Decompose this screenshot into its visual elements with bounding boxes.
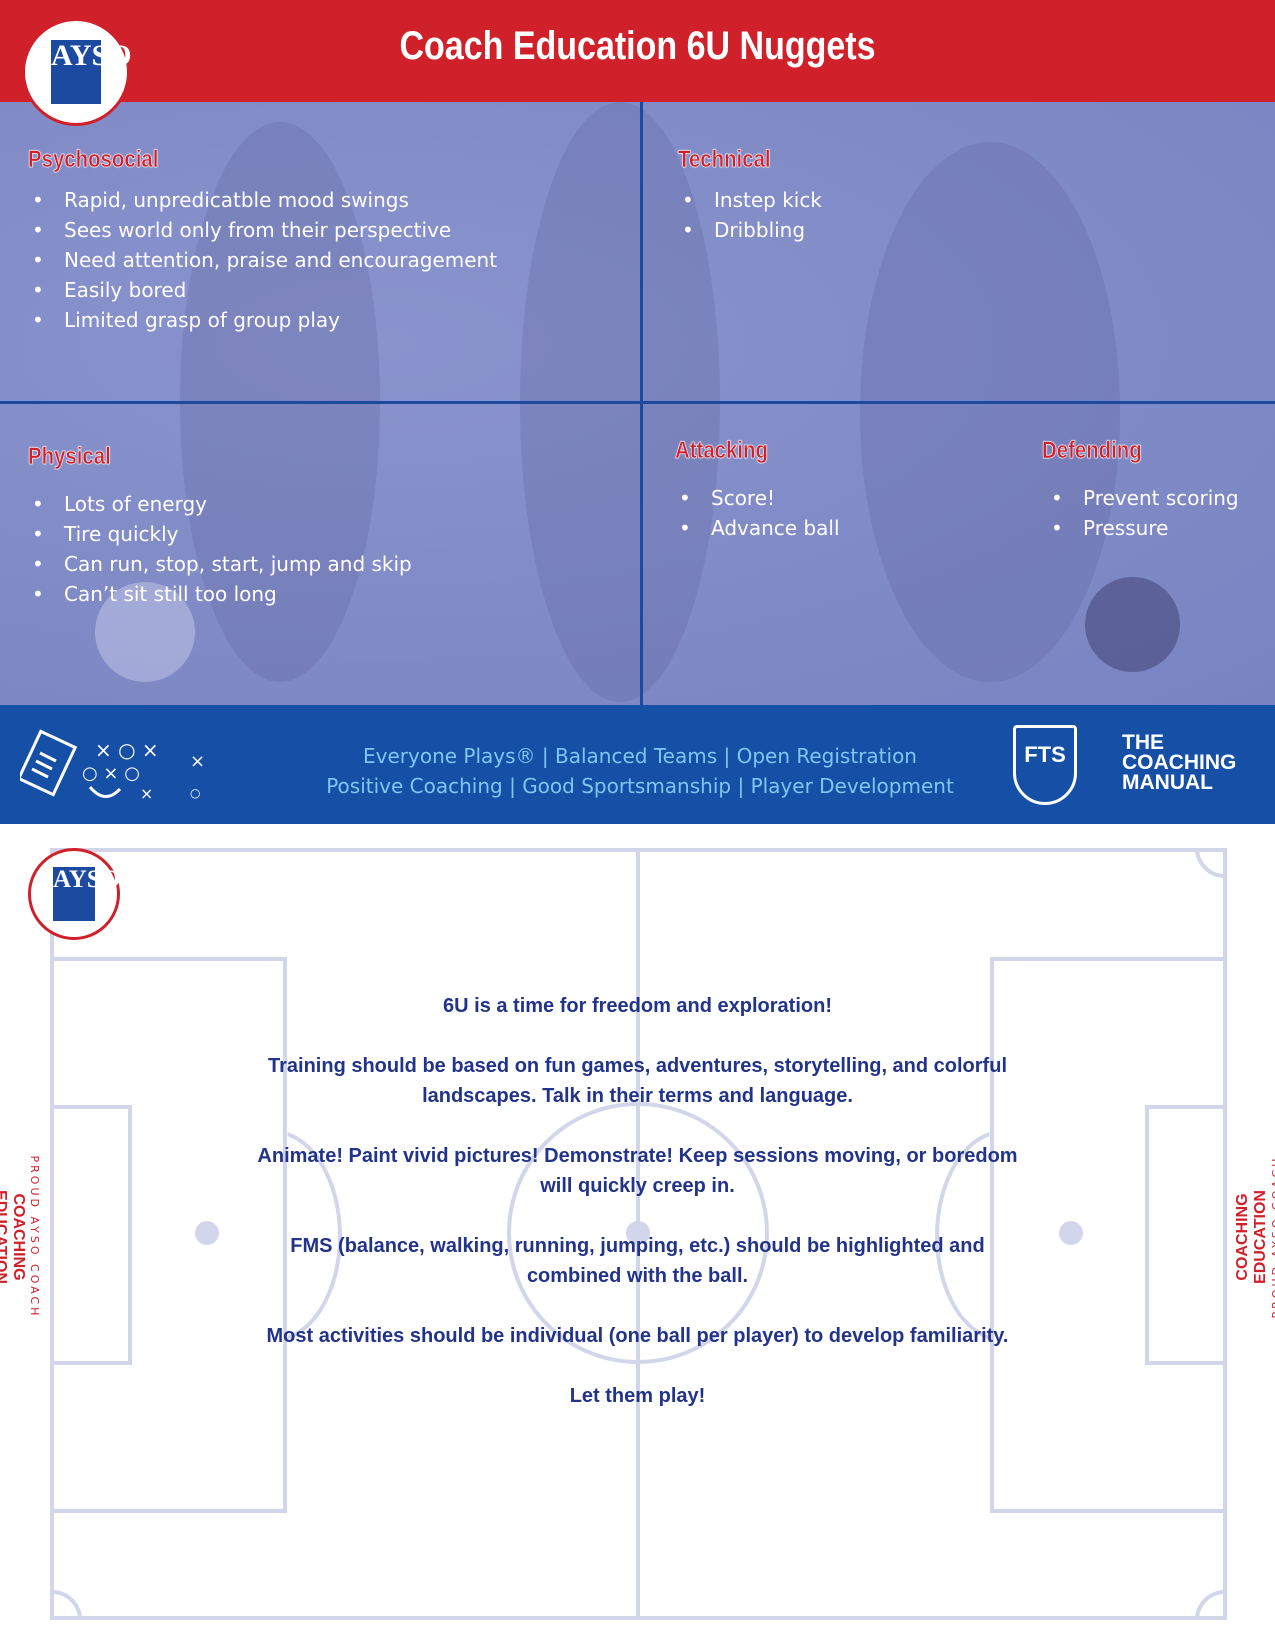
- psychosocial-list: Rapid, unpredicatble mood swings Sees wo…: [28, 185, 497, 335]
- svg-text:×: ×: [140, 784, 153, 803]
- list-item: Pressure: [1047, 513, 1239, 543]
- page-title: Coach Education 6U Nuggets: [399, 24, 876, 68]
- list-item: Can’t sit still too long: [28, 579, 412, 609]
- heading-attacking: Attacking: [675, 437, 768, 465]
- logo-text: THE: [1122, 731, 1164, 754]
- value-positive-coaching: Positive Coaching: [326, 774, 503, 798]
- list-item: Advance ball: [675, 513, 840, 543]
- fts-logo: FTS: [1013, 725, 1077, 805]
- list-item: Tire quickly: [28, 519, 412, 549]
- list-item: Dribbling: [678, 215, 822, 245]
- heading-defending: Defending: [1042, 437, 1142, 465]
- list-item: Sees world only from their perspective: [28, 215, 497, 245]
- list-item: Need attention, praise and encouragement: [28, 245, 497, 275]
- separator: |: [737, 774, 745, 798]
- technical-list: Instep kick Dribbling: [678, 185, 822, 245]
- logo-text: MANUAL: [1122, 771, 1213, 794]
- values-row-2: Positive Coaching | Good Sportsmanship |…: [290, 771, 990, 801]
- value-good-sportsmanship: Good Sportsmanship: [522, 774, 732, 798]
- message-paragraph: Training should be based on fun games, a…: [268, 1055, 1007, 1107]
- side-main: COACHING EDUCATION: [1234, 1190, 1269, 1284]
- side-label-right: COACHING EDUCATION PROUD AYSO COACH: [1234, 1147, 1275, 1327]
- separator: |: [723, 744, 731, 768]
- list-item: Instep kick: [678, 185, 822, 215]
- clipboard-tactics-icon: × ○ × × ○ × ○ × ○: [20, 729, 205, 803]
- value-everyone-plays: Everyone Plays®: [363, 744, 536, 768]
- quadrant-divider-horizontal: [0, 401, 1275, 404]
- logo-text: COACHING: [1122, 751, 1237, 774]
- svg-text:×: ×: [190, 751, 205, 772]
- message-paragraph: Most activities should be individual (on…: [266, 1325, 1009, 1347]
- message-headline: 6U is a time for freedom and exploration…: [443, 995, 832, 1017]
- list-item: Score!: [675, 483, 840, 513]
- svg-text:○ × ○: ○ × ○: [82, 763, 140, 784]
- values-band: × ○ × × ○ × ○ × ○ Everyone Plays® | Balan…: [0, 705, 1275, 824]
- defending-list: Prevent scoring Pressure: [1047, 483, 1239, 543]
- attacking-list: Score! Advance ball: [675, 483, 840, 543]
- field-message: 6U is a time for freedom and exploration…: [250, 991, 1025, 1441]
- ayso-logo: AYSO: [22, 18, 132, 126]
- quadrant-divider-vertical: [640, 102, 643, 705]
- header-banner: [0, 0, 1275, 102]
- value-open-registration: Open Registration: [736, 744, 917, 768]
- list-item: Lots of energy: [28, 489, 412, 519]
- message-closing: Let them play!: [569, 1385, 706, 1407]
- heading-technical: Technical: [678, 146, 771, 174]
- heading-psychosocial: Psychosocial: [28, 146, 159, 174]
- physical-list: Lots of energy Tire quickly Can run, sto…: [28, 489, 412, 609]
- value-player-development: Player Development: [750, 774, 954, 798]
- side-sub: PROUD AYSO COACH: [28, 1155, 41, 1319]
- separator: |: [541, 744, 549, 768]
- heading-physical: Physical: [28, 443, 111, 471]
- message-paragraph: Animate! Paint vivid pictures! Demonstra…: [257, 1145, 1018, 1197]
- message-paragraph: FMS (balance, walking, running, jumping,…: [290, 1235, 985, 1287]
- list-item: Prevent scoring: [1047, 483, 1239, 513]
- separator: |: [509, 774, 516, 798]
- value-balanced-teams: Balanced Teams: [555, 744, 718, 768]
- side-main: COACHING EDUCATION: [0, 1190, 27, 1284]
- ayso-logo-small: AYSO: [28, 848, 120, 940]
- list-item: Can run, stop, start, jump and skip: [28, 549, 412, 579]
- side-sub: PROUD AYSO COACH: [1270, 1155, 1275, 1319]
- list-item: Rapid, unpredicatble mood swings: [28, 185, 497, 215]
- coaching-manual-logo: THE COACHING MANUAL: [1122, 731, 1237, 794]
- values-row-1: Everyone Plays® | Balanced Teams | Open …: [290, 741, 990, 771]
- svg-text:○: ○: [190, 786, 200, 800]
- side-label-left: PROUD AYSO COACH COACHING EDUCATION: [0, 1147, 41, 1327]
- list-item: Easily bored: [28, 275, 497, 305]
- list-item: Limited grasp of group play: [28, 305, 497, 335]
- svg-text:× ○ ×: × ○ ×: [95, 738, 159, 762]
